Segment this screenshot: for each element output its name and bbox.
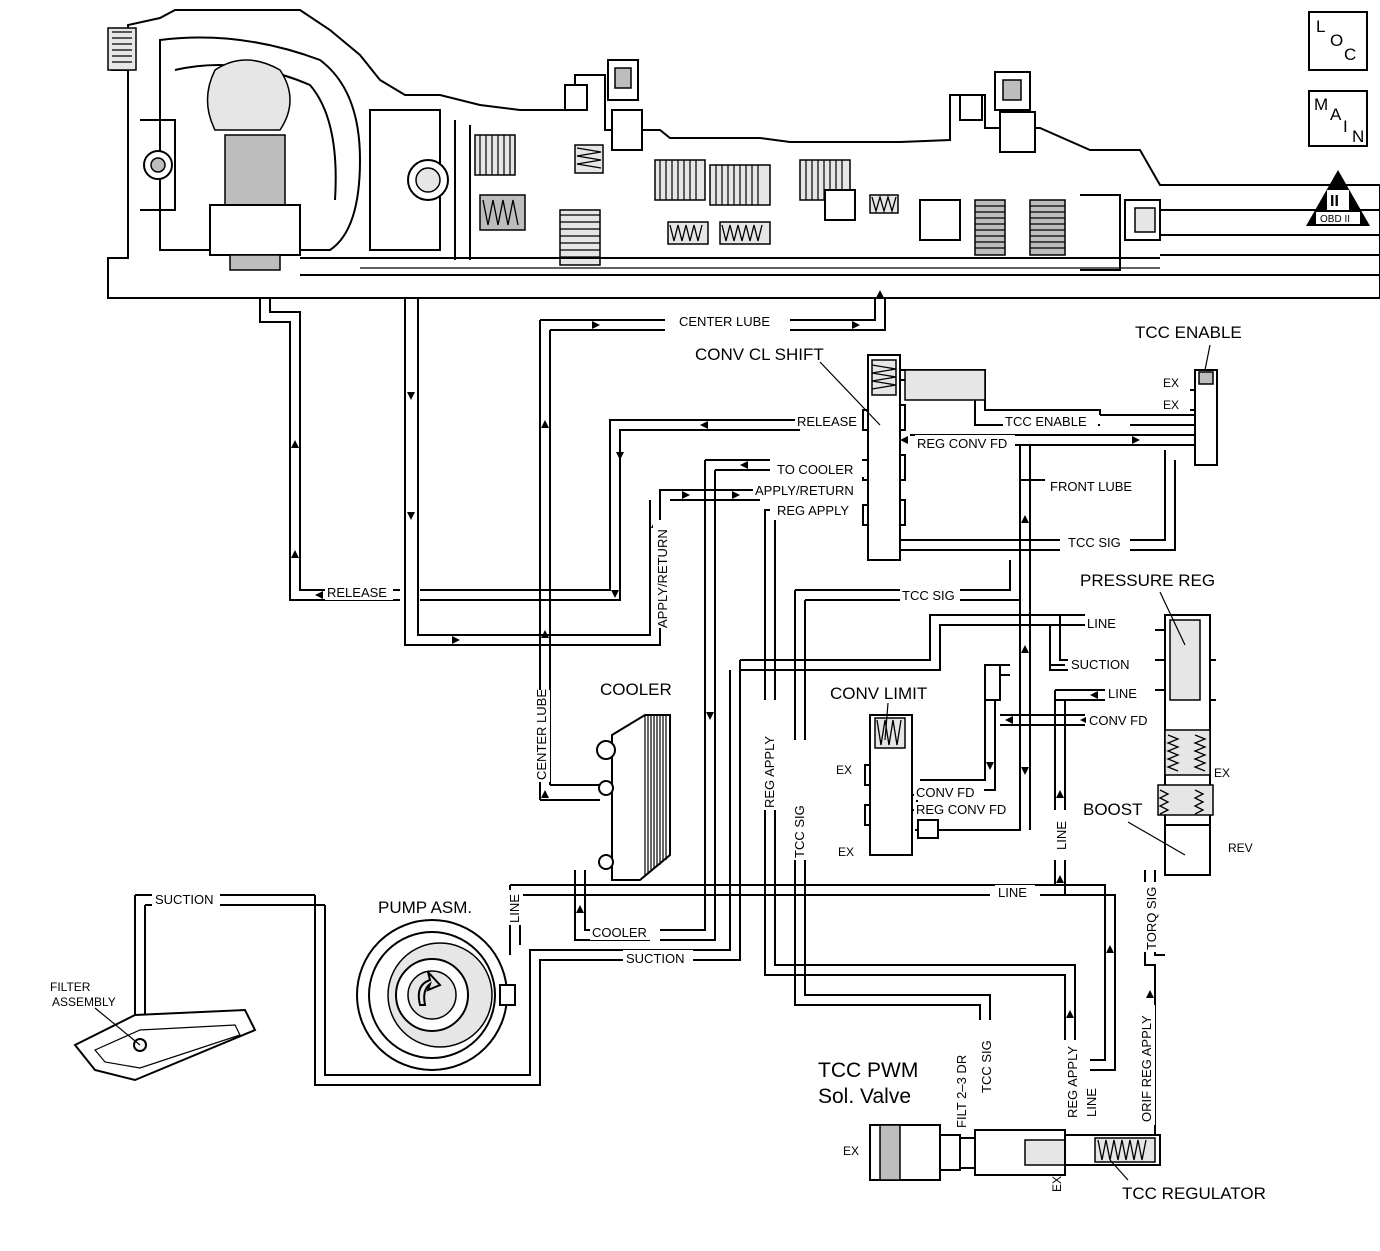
- flow-arrows: [291, 290, 1154, 1139]
- label-pressure-reg-ex: EX: [1214, 766, 1230, 780]
- label-filter-line-2: ASSEMBLY: [52, 995, 116, 1009]
- label-pressure-reg: PRESSURE REG: [1080, 571, 1215, 590]
- obd-ii-badge: II OBD II: [1306, 170, 1370, 226]
- label-reg-conv-fd-upper: REG CONV FD: [917, 436, 1007, 451]
- label-tcc-enable: TCC ENABLE: [1135, 323, 1242, 342]
- label-tcc-regulator: TCC REGULATOR: [1122, 1184, 1266, 1203]
- label-apply-return-vertical: APPLY/RETURN: [655, 529, 670, 628]
- label-tcc-sig-middle: TCC SIG: [902, 588, 955, 603]
- transmission-cross-section: [107, 9, 1380, 299]
- obd-label: OBD II: [1320, 214, 1350, 225]
- label-tcc-sig-vertical: TCC SIG: [792, 805, 807, 858]
- label-front-lube: FRONT LUBE: [1050, 479, 1132, 494]
- main-letter-3: I: [1343, 117, 1348, 136]
- loc-letter-2: O: [1330, 31, 1343, 50]
- label-cooler-unit: COOLER: [600, 680, 672, 699]
- tcc-pwm-solenoid: [869, 1124, 1066, 1181]
- obd-numeral: II: [1330, 193, 1339, 210]
- leader-lines: [94, 344, 1211, 1181]
- label-reg-conv-fd-lower: REG CONV FD: [916, 802, 1006, 817]
- main-letter-2: A: [1330, 105, 1342, 124]
- label-regulator-ex: EX: [1050, 1176, 1064, 1192]
- label-filt-2-3-dr: FILT 2–3 DR: [954, 1055, 969, 1128]
- label-conv-limit-ex-1: EX: [836, 763, 852, 777]
- label-tcc-sig-solenoid: TCC SIG: [979, 1040, 994, 1093]
- label-tcc-pwm-line-1: TCC PWM: [818, 1059, 918, 1082]
- label-conv-fd-limit: CONV FD: [916, 785, 975, 800]
- loc-letter-1: L: [1316, 17, 1325, 36]
- label-conv-limit-ex-2: EX: [838, 845, 854, 859]
- label-suction-pressure-reg: SUCTION: [1071, 657, 1130, 672]
- label-line-1: LINE: [1087, 616, 1116, 631]
- tcc-regulator-valve: [1064, 1134, 1161, 1166]
- label-release-left: RELEASE: [327, 585, 387, 600]
- tcc-enable-valve: [1190, 369, 1218, 466]
- label-torq-sig: TORQ SIG: [1144, 887, 1159, 950]
- pressure-reg-valve: [1155, 614, 1216, 876]
- label-center-lube-top: CENTER LUBE: [679, 314, 770, 329]
- label-release-upper: RELEASE: [797, 414, 857, 429]
- loc-letter-3: C: [1344, 45, 1356, 64]
- conv-cl-shift-valve: [862, 354, 986, 561]
- label-suction-top: SUCTION: [155, 892, 214, 907]
- label-line-lower: LINE: [998, 885, 1027, 900]
- label-conv-limit: CONV LIMIT: [830, 684, 927, 703]
- label-line-pump: LINE: [507, 894, 522, 923]
- label-reg-apply-upper: REG APPLY: [777, 503, 849, 518]
- label-pump-asm: PUMP ASM.: [378, 898, 472, 917]
- label-tcc-sig-upper: TCC SIG: [1068, 535, 1121, 550]
- label-tcc-enable-ex-1: EX: [1163, 376, 1179, 390]
- label-tcc-enable-passage: TCC ENABLE: [1005, 414, 1087, 429]
- label-suction-bottom: SUCTION: [626, 951, 685, 966]
- label-reg-apply-vertical: REG APPLY: [762, 736, 777, 808]
- label-line-regulator: LINE: [1084, 1088, 1099, 1117]
- label-reg-apply-regulator: REG APPLY: [1065, 1046, 1080, 1118]
- label-conv-fd-right: CONV FD: [1089, 713, 1148, 728]
- loc-badge: L O C: [1308, 11, 1368, 71]
- pump-assembly: [356, 919, 516, 1071]
- label-line-vertical: LINE: [1054, 821, 1069, 850]
- label-boost: BOOST: [1083, 800, 1143, 819]
- label-orif-reg-apply: ORIF REG APPLY: [1139, 1015, 1154, 1122]
- conv-limit-valve: [864, 664, 1001, 856]
- labels: CENTER LUBE CONV CL SHIFT TCC ENABLE EX …: [50, 313, 1266, 1203]
- label-filter-line-1: FILTER: [50, 980, 91, 994]
- label-line-2: LINE: [1108, 686, 1137, 701]
- label-rev: REV: [1228, 841, 1253, 855]
- label-tcc-pwm-line-2: Sol. Valve: [818, 1085, 911, 1108]
- label-apply-return-upper: APPLY/RETURN: [755, 483, 854, 498]
- filter-assembly: [73, 1008, 257, 1082]
- label-tcc-enable-ex-2: EX: [1163, 398, 1179, 412]
- label-solenoid-ex: EX: [843, 1144, 859, 1158]
- cooler-unit: [596, 714, 671, 881]
- label-cooler-passage: COOLER: [592, 925, 647, 940]
- main-letter-1: M: [1314, 95, 1328, 114]
- main-badge: M A I N: [1308, 90, 1368, 147]
- label-conv-cl-shift: CONV CL SHIFT: [695, 345, 824, 364]
- label-to-cooler: TO COOLER: [777, 462, 853, 477]
- label-center-lube-vertical: CENTER LUBE: [534, 689, 549, 780]
- main-letter-4: N: [1352, 127, 1364, 146]
